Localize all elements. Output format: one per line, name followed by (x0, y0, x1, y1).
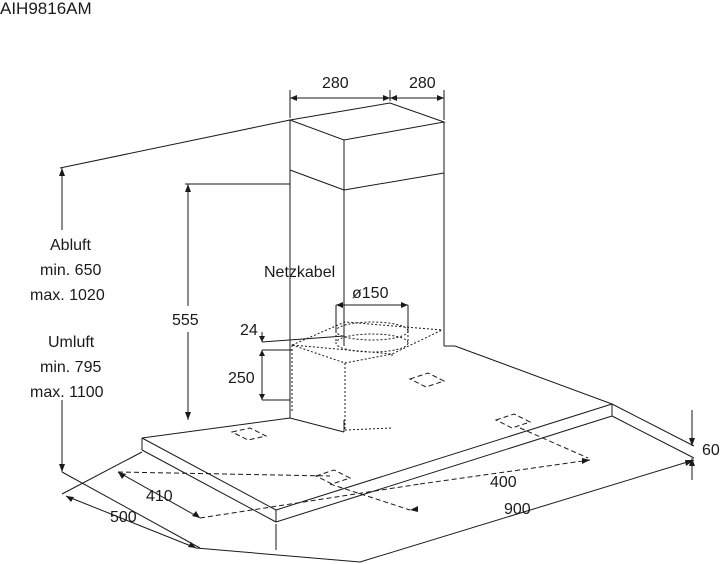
dim-60: 60 (702, 442, 720, 459)
dim-410: 410 (146, 488, 173, 505)
umluft-max: max. 1100 (30, 384, 104, 401)
fan-box-hidden (261, 321, 444, 431)
abluft-label: Abluft (50, 237, 91, 254)
dim-280-width: 280 (322, 75, 349, 92)
umluft-label: Umluft (48, 334, 95, 351)
dim-24: 24 (240, 322, 258, 339)
dim-280-depth: 280 (409, 75, 436, 92)
diameter-label: ø150 (352, 285, 389, 302)
netzkabel-label: Netzkabel (264, 264, 335, 281)
canopy (117, 345, 613, 523)
dim-250: 250 (228, 370, 255, 387)
dim-900: 900 (504, 501, 531, 518)
model-title: AIH9816AM (0, 0, 92, 18)
dim-555: 555 (172, 312, 199, 329)
labels: 280 280 Abluft min. 650 max. 1020 Umluft… (30, 75, 720, 526)
diameter-dimension (335, 302, 409, 331)
dim-400: 400 (490, 474, 517, 491)
chimney (288, 102, 446, 433)
dim-500: 500 (110, 509, 137, 526)
abluft-min: min. 650 (40, 262, 101, 279)
dimension-lines (59, 90, 695, 563)
umluft-min: min. 795 (40, 359, 101, 376)
abluft-max: max. 1020 (30, 287, 105, 304)
